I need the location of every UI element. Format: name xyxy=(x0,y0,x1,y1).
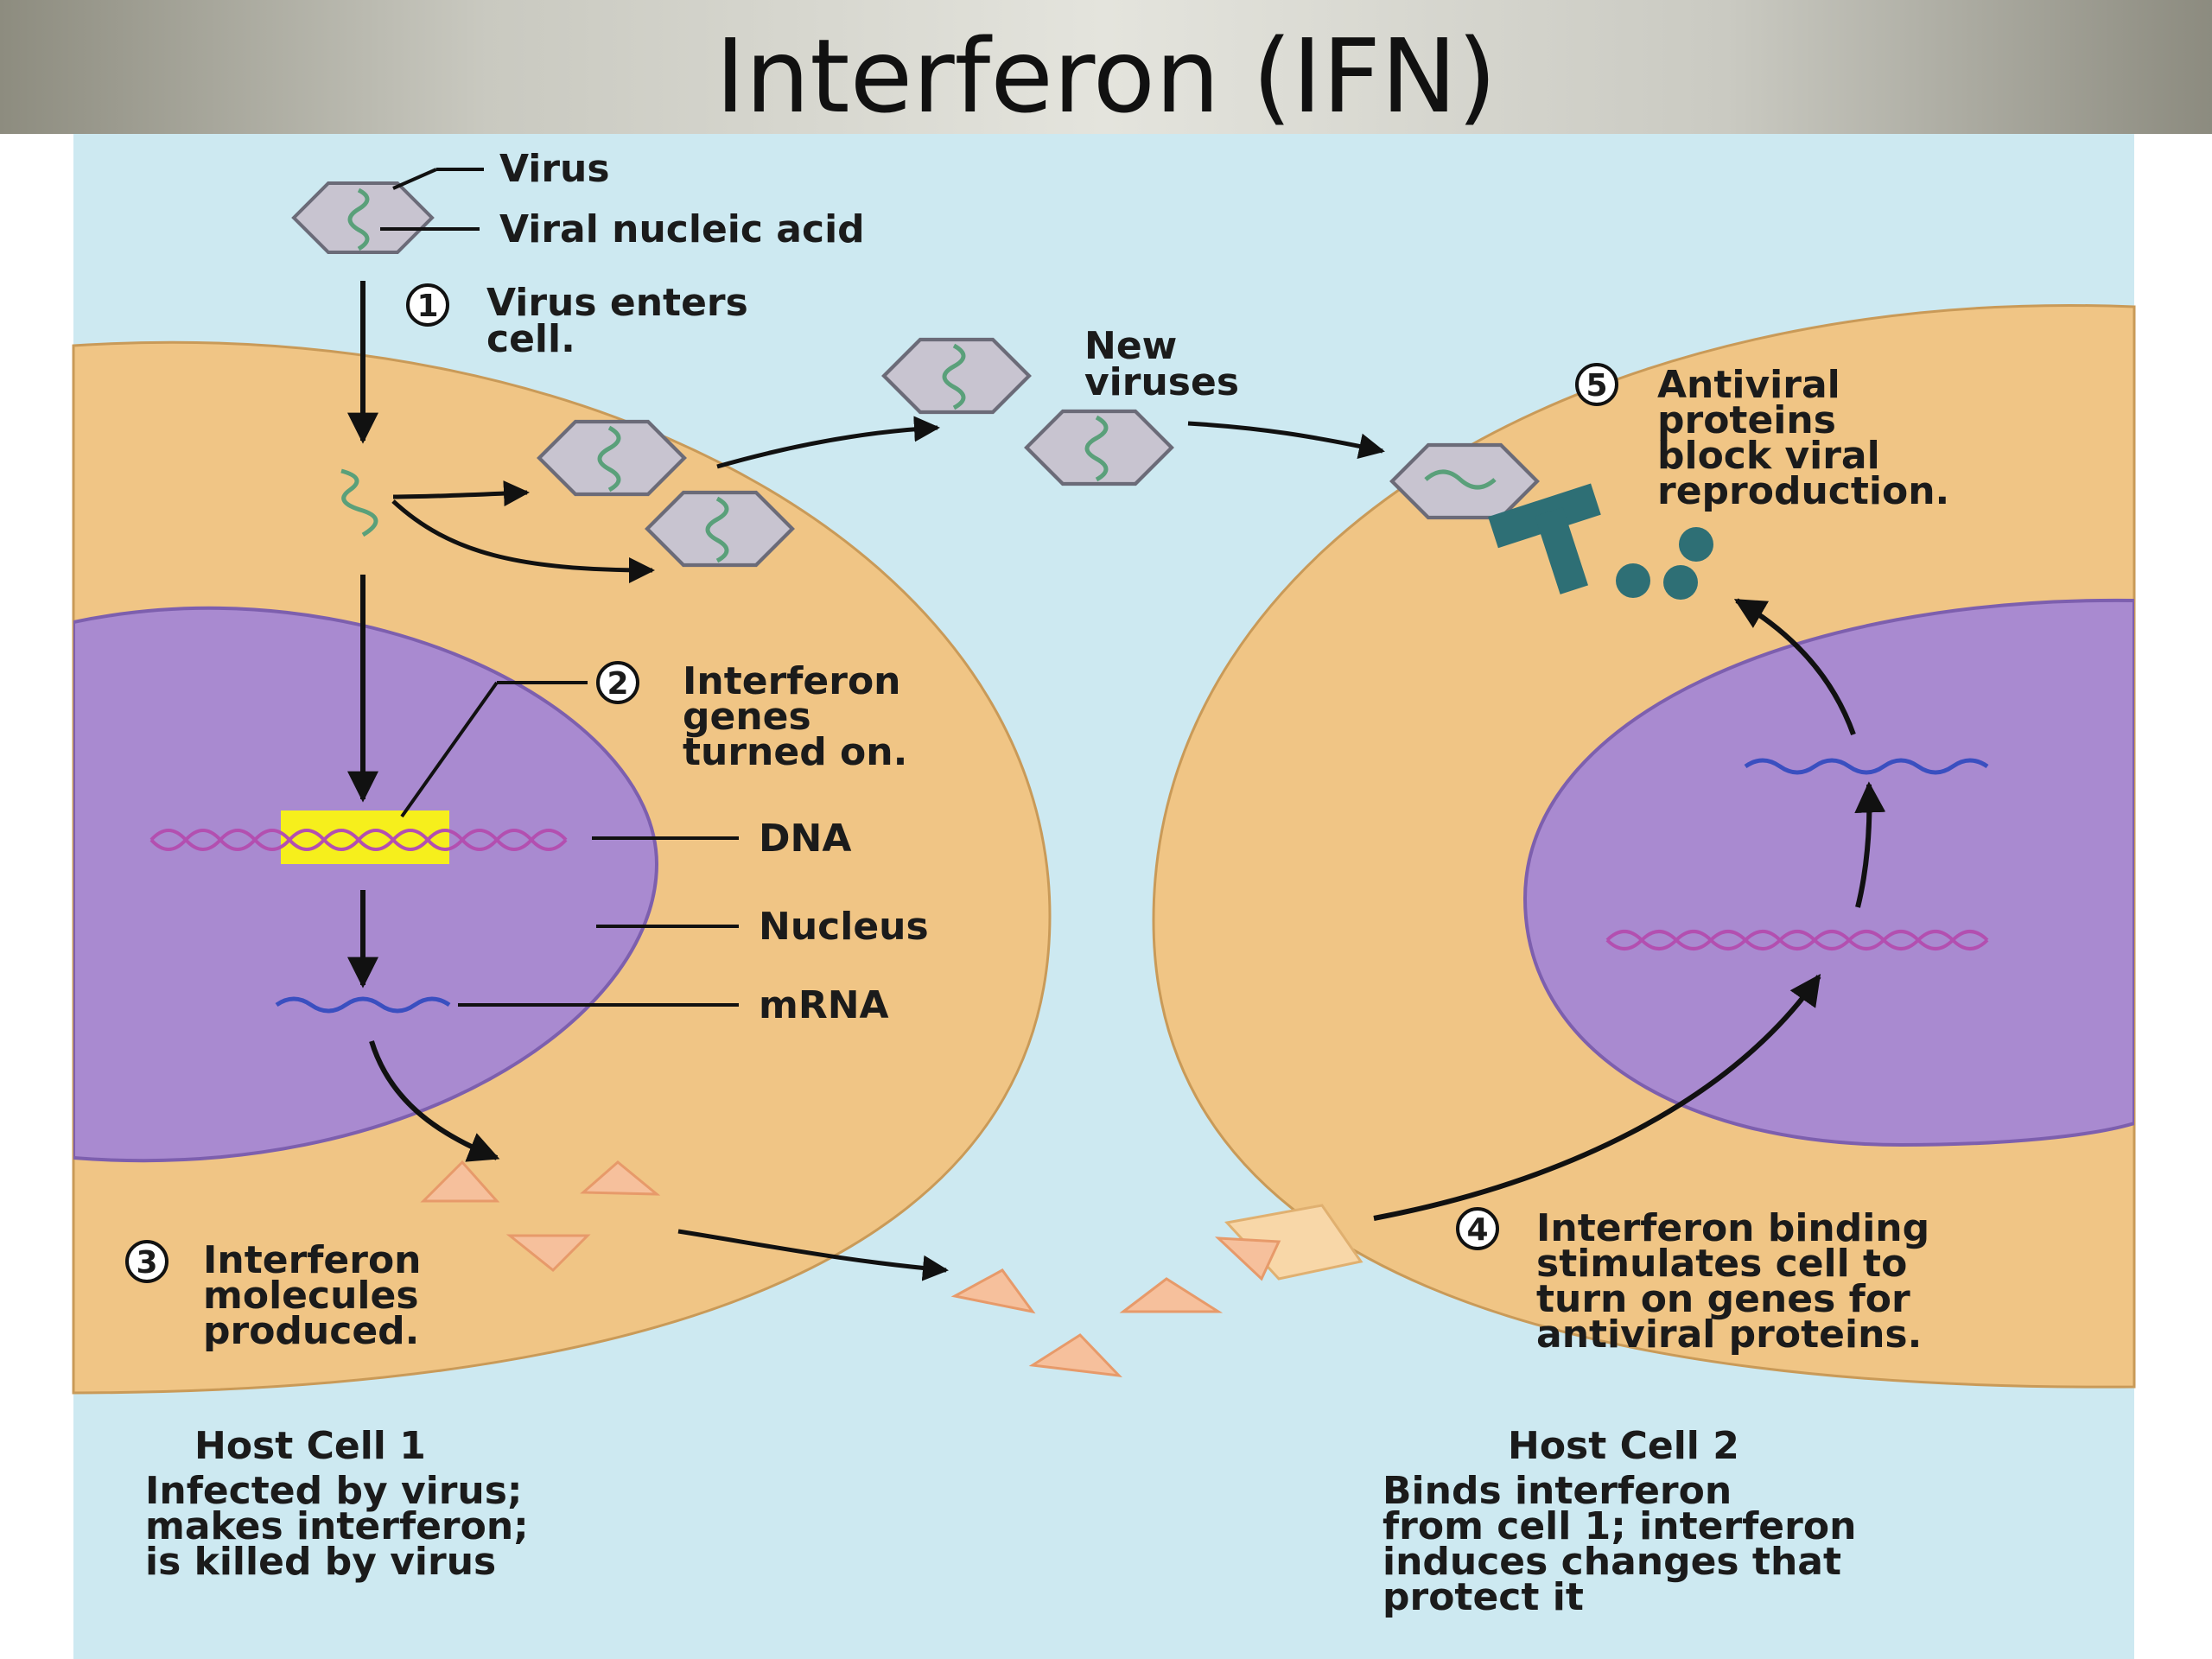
title-bar xyxy=(0,0,2212,134)
step-1-badge xyxy=(406,283,449,327)
virus-blocked xyxy=(1392,445,1537,518)
step-3-line-2: molecules xyxy=(203,1274,419,1318)
host-cell-2-line-1: Binds interferon xyxy=(1382,1469,1732,1513)
viral-nucleic-acid-in-cell xyxy=(340,468,378,537)
label-nucleus: Nucleus xyxy=(759,905,929,949)
interferon-molecules-free xyxy=(950,1268,1224,1377)
label-dna: DNA xyxy=(759,817,851,861)
dna-strand-2 xyxy=(1605,930,1989,950)
label-mrna: mRNA xyxy=(759,983,889,1027)
host-cell-1 xyxy=(72,340,1052,1395)
viral-nucleic-acid xyxy=(347,188,370,251)
step-5-line-1: Antiviral xyxy=(1657,363,1840,407)
antiviral-protein xyxy=(1488,483,1713,600)
gene-leader xyxy=(400,681,499,818)
mrna-1 xyxy=(275,996,451,1014)
nucleus-2 xyxy=(1522,598,2134,1147)
host-cell-2-line-2: from cell 1; interferon xyxy=(1382,1504,1856,1548)
nucleus-1 xyxy=(73,606,659,1163)
step-2-badge xyxy=(596,661,639,704)
virus-leader xyxy=(392,168,437,190)
host-cell-1-line-3: is killed by virus xyxy=(145,1540,496,1584)
step-1-line-2: cell. xyxy=(486,317,575,361)
interferon-gene-highlight xyxy=(281,810,449,864)
virus-particle xyxy=(292,181,434,254)
host-cell-2 xyxy=(1152,304,2136,1389)
step-2-line-1: Interferon xyxy=(683,659,901,703)
step-3-line-3: produced. xyxy=(203,1309,419,1353)
host-cell-1-line-2: makes interferon; xyxy=(145,1504,529,1548)
step-4-line-3: turn on genes for xyxy=(1536,1277,1910,1321)
step-5-line-3: block viral xyxy=(1657,434,1880,478)
step-5-badge xyxy=(1575,363,1618,406)
slide-title: Interferon (IFN) xyxy=(715,16,1497,136)
host-cell-1-title: Host Cell 1 xyxy=(194,1424,426,1468)
step-4-badge xyxy=(1456,1207,1499,1250)
arrow-virus-release xyxy=(716,416,940,469)
step-4-line-2: stimulates cell to xyxy=(1536,1242,1907,1286)
arrow-translation xyxy=(369,1040,500,1162)
arrow-translation-2 xyxy=(1733,598,1856,736)
label-new-viruses-line-1: New xyxy=(1084,324,1177,368)
step-4-line-1: Interferon binding xyxy=(1536,1206,1929,1250)
step-1-number: 1 xyxy=(416,289,438,324)
new-virus xyxy=(884,340,1029,412)
step-3-number: 3 xyxy=(136,1245,157,1281)
interferon-molecules-cell-1 xyxy=(420,1160,661,1273)
arrow-virus-to-cell-2 xyxy=(1187,421,1385,460)
dna-strand-1 xyxy=(149,810,568,864)
arrow-interferon-secreted xyxy=(677,1229,949,1281)
label-new-viruses-line-2: viruses xyxy=(1084,360,1239,404)
step-2-line-2: genes xyxy=(683,695,811,739)
step-4-number: 4 xyxy=(1466,1212,1488,1248)
host-cell-2-line-3: induces changes that xyxy=(1382,1540,1841,1584)
step-3-badge xyxy=(125,1240,168,1283)
arrow-replication-1 xyxy=(392,480,530,507)
step-2-number: 2 xyxy=(607,666,628,702)
label-virus: Virus xyxy=(499,147,610,191)
step-5-line-4: reproduction. xyxy=(1657,469,1949,513)
new-virus xyxy=(1027,411,1172,484)
arrow-replication-2 xyxy=(391,499,655,583)
host-cell-1-line-1: Infected by virus; xyxy=(145,1469,523,1513)
arrow-transcription-2 xyxy=(1854,781,1886,908)
step-5-number: 5 xyxy=(1586,368,1607,404)
step-1-line-1: Virus enters xyxy=(486,281,748,325)
step-2-line-3: turned on. xyxy=(683,730,907,774)
interferon-receptor xyxy=(1214,1204,1363,1281)
virus-replicated xyxy=(539,422,684,494)
label-viral-nucleic-acid: Viral nucleic acid xyxy=(499,207,865,251)
mrna-2 xyxy=(1744,758,1989,775)
step-3-line-1: Interferon xyxy=(203,1238,422,1282)
step-5-line-2: proteins xyxy=(1657,398,1836,442)
arrow-signal-to-nucleus xyxy=(1373,974,1821,1221)
host-cell-2-line-4: protect it xyxy=(1382,1575,1584,1619)
step-4-line-4: antiviral proteins. xyxy=(1536,1313,1922,1357)
virus-replicated xyxy=(647,493,792,565)
host-cell-2-title: Host Cell 2 xyxy=(1508,1424,1739,1468)
